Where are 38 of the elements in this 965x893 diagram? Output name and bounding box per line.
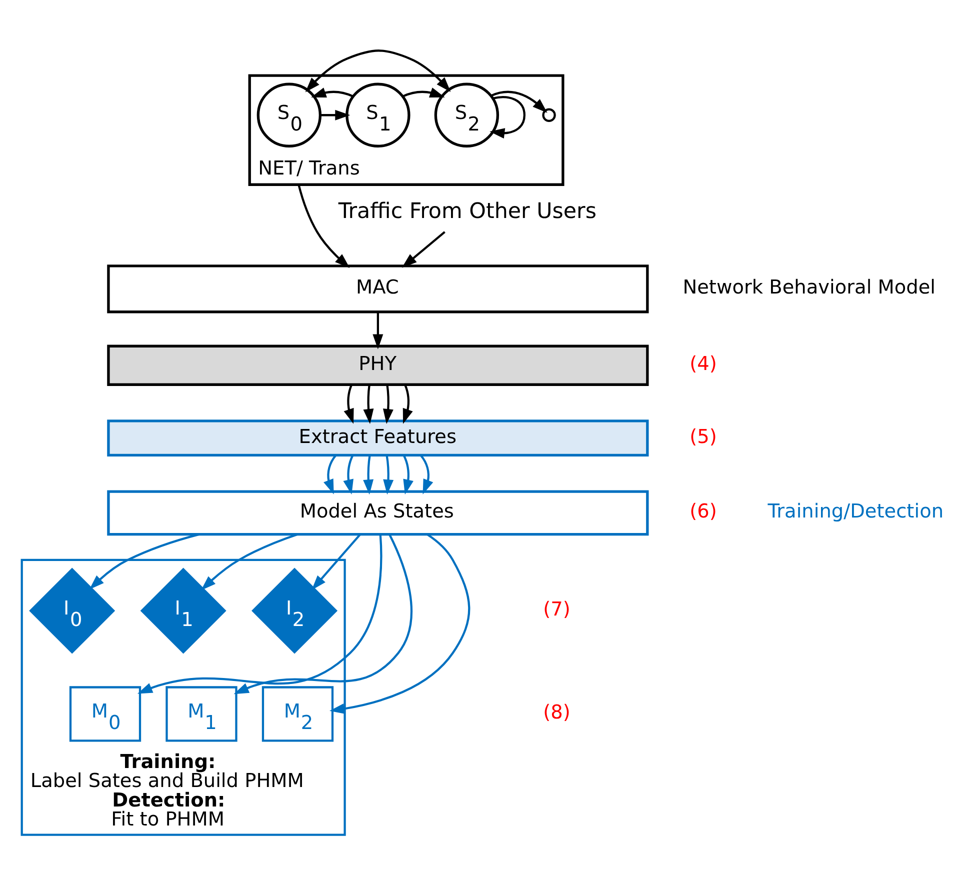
label: (8) xyxy=(542,700,570,724)
arrow xyxy=(401,230,445,268)
arrow xyxy=(320,109,350,120)
arrow xyxy=(419,454,433,494)
arrow xyxy=(310,87,353,98)
node-dots xyxy=(542,108,556,122)
node-text: Traffic From Other Users xyxy=(338,198,596,224)
label: (7) xyxy=(542,596,570,620)
arrow xyxy=(200,532,298,590)
arrow xyxy=(490,90,547,112)
arrow xyxy=(329,533,470,714)
arrow xyxy=(297,184,350,268)
node-box: Extract Features xyxy=(106,419,648,456)
label: Training/Detection xyxy=(767,499,944,522)
arrow xyxy=(382,454,394,494)
label: (4) xyxy=(689,352,716,375)
arrow xyxy=(88,532,200,590)
arrow xyxy=(382,384,393,424)
arrow xyxy=(233,533,412,694)
label: Network Behavioral Model xyxy=(682,275,936,298)
arrow xyxy=(362,454,374,494)
arrow xyxy=(402,454,413,494)
label: (6) xyxy=(689,499,716,522)
arrow xyxy=(304,49,450,92)
node-box: PHY xyxy=(106,344,648,386)
arrow xyxy=(136,534,382,694)
arrow xyxy=(489,96,526,138)
node-box: MAC xyxy=(106,264,648,313)
arrow xyxy=(343,384,354,424)
arrow xyxy=(323,454,336,494)
arrow xyxy=(362,384,374,424)
node-box: Model As States xyxy=(106,490,648,536)
arrow xyxy=(311,534,360,590)
arrow xyxy=(402,87,444,98)
arrow xyxy=(372,312,383,349)
arrow xyxy=(402,384,412,424)
arrow xyxy=(342,454,354,494)
label: (5) xyxy=(689,424,716,448)
